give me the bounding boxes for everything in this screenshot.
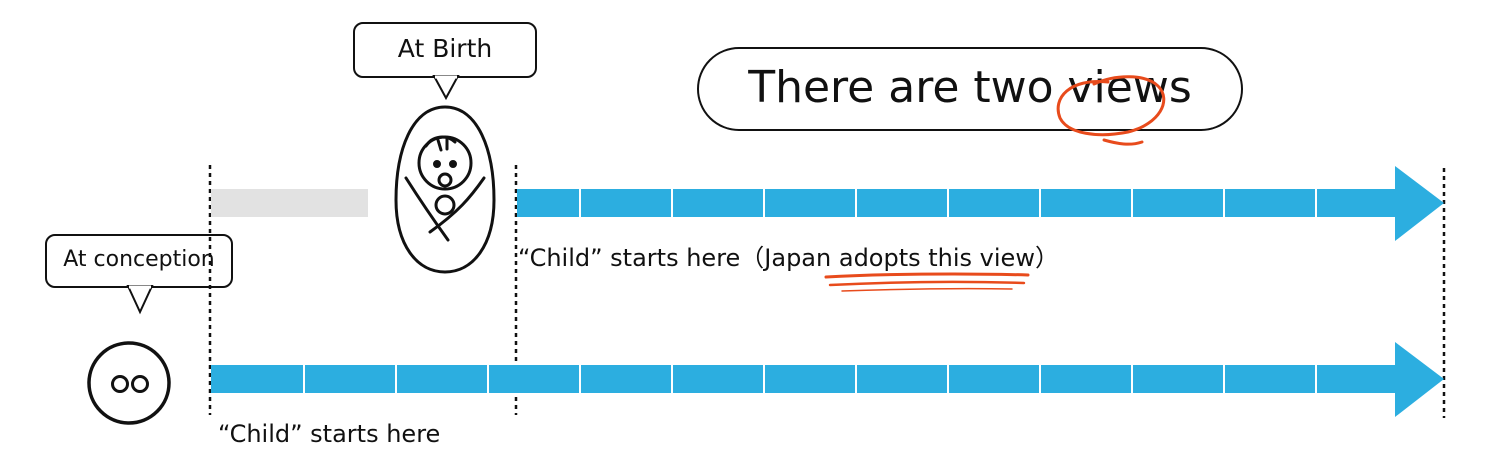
conception-bubble-tail <box>126 285 154 315</box>
conception-child-label: “Child” starts here <box>218 420 441 448</box>
conception-arrow <box>211 342 1444 417</box>
conception-bubble <box>45 234 233 288</box>
japan-underline <box>824 272 1030 292</box>
fertilized-egg-icon <box>87 341 171 425</box>
views-highlight-circle <box>1056 75 1166 146</box>
birth-child-label: “Child” starts here（Japan adopts this vi… <box>518 244 1059 272</box>
birth-bubble <box>353 22 537 78</box>
birth-bubble-text: At Birth <box>397 34 493 63</box>
birth-bubble-tail <box>432 75 460 101</box>
swaddled-baby-icon <box>394 105 496 274</box>
title-text: There are two views <box>748 62 1192 113</box>
conception-bubble-text: At conception <box>63 247 215 272</box>
birth-arrow <box>517 166 1444 241</box>
title-pill <box>697 47 1243 131</box>
pre-birth-gray-bar <box>211 189 368 217</box>
